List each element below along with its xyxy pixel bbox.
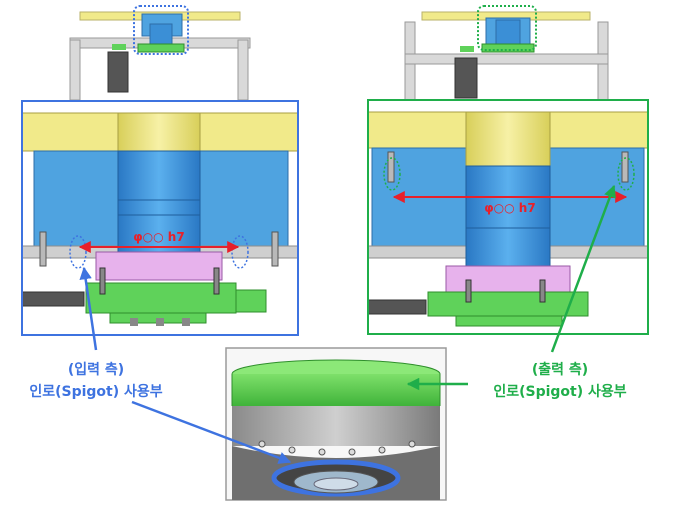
right-caption-line2: 인로(Spigot) 사용부 — [493, 383, 626, 400]
right-caption-line1: (출력 측) — [532, 361, 588, 378]
right-spigot-highlight-b — [617, 157, 635, 191]
right-detail-panel: φ○○ h7 — [367, 99, 649, 335]
left-panel-border — [21, 100, 299, 336]
left-caption-line1: (입력 측) — [68, 362, 124, 378]
left-detail-panel: φ○○ h7 — [21, 100, 299, 336]
right-dimension-label: φ○○ h7 — [484, 201, 535, 215]
left-dimension-label: φ○○ h7 — [133, 230, 184, 244]
left-caption-line2: 인로(Spigot) 사용부 — [29, 383, 162, 400]
right-overview-machine — [404, 5, 609, 103]
left-to-ring-arrow — [131, 400, 292, 464]
right-spigot-highlight-a — [383, 157, 401, 191]
left-overview-machine — [69, 5, 251, 101]
left-up-arrow — [79, 266, 98, 351]
right-panel-border — [367, 99, 649, 335]
right-up-arrow — [550, 184, 616, 353]
left-overview-highlight — [133, 5, 189, 55]
left-spigot-highlight-b — [231, 235, 249, 269]
center-3d-render — [225, 347, 447, 501]
